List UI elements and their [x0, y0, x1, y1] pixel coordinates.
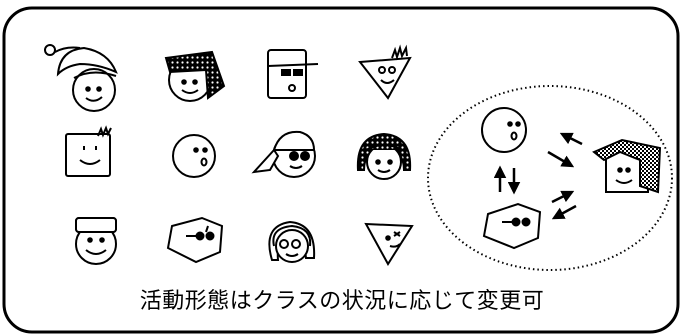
face-triangle-down-winking — [364, 222, 414, 266]
face-polka-dot-hair — [356, 132, 412, 180]
arrow-to-round-upper — [559, 132, 583, 146]
face-triangle-spiky-hair — [358, 44, 412, 100]
group-face-hexagon-glasses — [482, 202, 542, 250]
face-square-hat-glasses — [267, 49, 319, 99]
face-cap-sunglasses — [251, 130, 316, 178]
arrow-to-square-upper — [547, 150, 575, 168]
arrow-to-hexagon-lower — [551, 204, 577, 220]
face-hexagon-glasses — [166, 216, 224, 264]
group-face-square-patterned-hair — [592, 138, 662, 194]
group-face-round — [481, 107, 527, 153]
arrow-to-square-lower — [551, 190, 575, 204]
face-santa-hat — [44, 44, 118, 112]
caption-text: 活動形態はクラスの状況に応じて変更可 — [139, 289, 545, 314]
face-flat-cap — [75, 217, 117, 265]
group-dotted-ellipse — [427, 85, 673, 271]
face-patterned-cap — [164, 50, 226, 102]
face-round-plain — [172, 134, 216, 178]
exchange-arrows — [493, 132, 583, 220]
face-square-spiky-hair — [65, 125, 112, 177]
face-bob-hair-glasses — [268, 220, 316, 263]
